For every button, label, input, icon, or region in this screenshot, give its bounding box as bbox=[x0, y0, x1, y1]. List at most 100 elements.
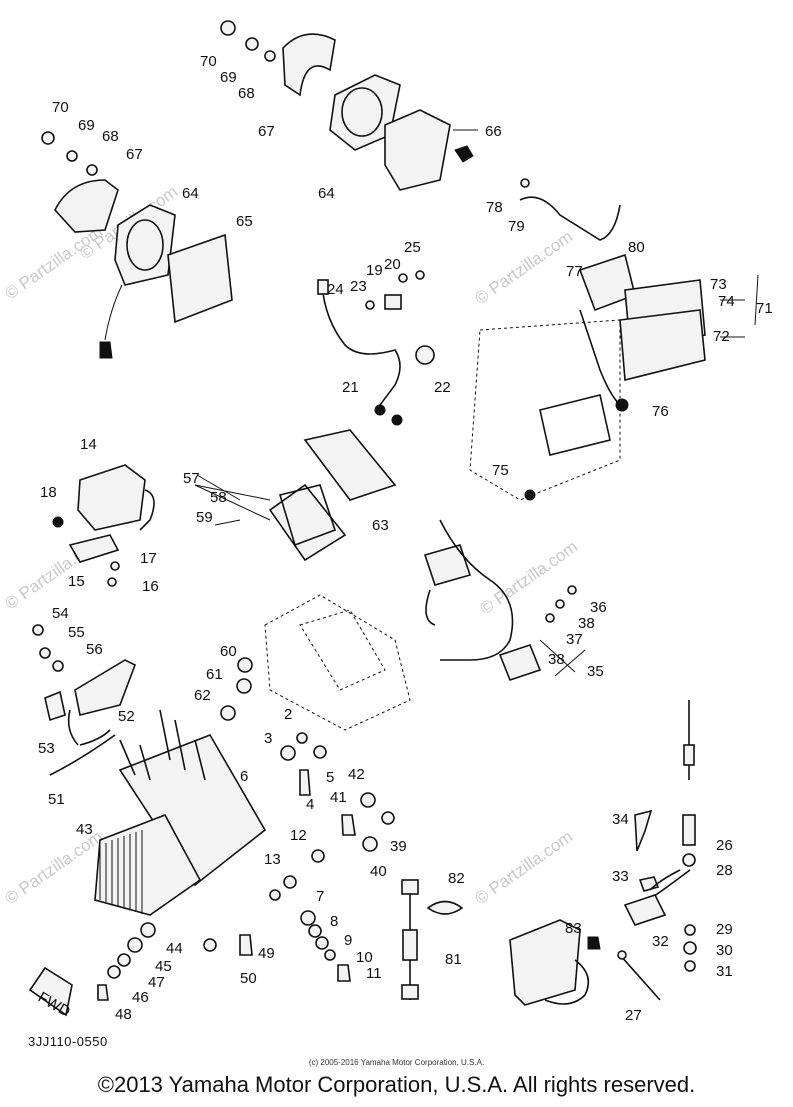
part-label: 34 bbox=[612, 811, 629, 828]
part-label: 14 bbox=[80, 436, 97, 453]
part-label: 23 bbox=[350, 278, 367, 295]
part-label: 68 bbox=[238, 85, 255, 102]
part-label: 53 bbox=[38, 740, 55, 757]
linkage-parts-right bbox=[617, 700, 697, 1001]
watermark: © Partzilla.com bbox=[471, 227, 576, 308]
harness-81 bbox=[401, 879, 464, 1000]
rectifier-14 bbox=[52, 464, 155, 587]
part-label: 42 bbox=[348, 766, 365, 783]
part-label: 18 bbox=[40, 484, 57, 501]
part-label: 4 bbox=[306, 796, 314, 813]
part-label: 79 bbox=[508, 218, 525, 235]
regulator-52 bbox=[32, 624, 137, 776]
part-label: 2 bbox=[284, 706, 292, 723]
watermark: © Partzilla.com bbox=[1, 222, 106, 303]
part-label: 47 bbox=[148, 974, 165, 991]
wire-assembly-21 bbox=[317, 270, 435, 426]
part-label: 66 bbox=[485, 123, 502, 140]
part-label: 29 bbox=[716, 921, 733, 938]
part-label: 70 bbox=[52, 99, 69, 116]
part-label: 36 bbox=[590, 599, 607, 616]
part-label: 59 bbox=[196, 509, 213, 526]
part-label: 70 bbox=[200, 53, 217, 70]
part-label: 76 bbox=[652, 403, 669, 420]
part-label: 3 bbox=[264, 730, 272, 747]
part-label: 39 bbox=[390, 838, 407, 855]
part-label: 15 bbox=[68, 573, 85, 590]
part-label: 38 bbox=[578, 615, 595, 632]
part-label: 60 bbox=[220, 643, 237, 660]
part-label: 30 bbox=[716, 942, 733, 959]
part-label: 63 bbox=[372, 517, 389, 534]
part-label: 8 bbox=[330, 913, 338, 930]
part-label: 54 bbox=[52, 605, 69, 622]
part-label: 16 bbox=[142, 578, 159, 595]
part-label: 52 bbox=[118, 708, 135, 725]
part-label: 51 bbox=[48, 791, 65, 808]
part-label: 58 bbox=[210, 489, 227, 506]
part-label: 11 bbox=[366, 965, 382, 982]
part-label: 19 bbox=[366, 262, 383, 279]
part-label: 67 bbox=[126, 146, 143, 163]
part-label: 64 bbox=[182, 185, 199, 202]
copyright-notice: ©2013 Yamaha Motor Corporation, U.S.A. A… bbox=[97, 1072, 696, 1097]
coil-assembly-35 bbox=[423, 519, 577, 681]
base-plate-center bbox=[220, 594, 411, 852]
part-label: 25 bbox=[404, 239, 421, 256]
part-label: 21 bbox=[342, 379, 359, 396]
part-label: 40 bbox=[370, 863, 387, 880]
watermark: © Partzilla.com bbox=[1, 827, 106, 908]
part-label: 77 bbox=[566, 263, 583, 280]
part-label: 72 bbox=[713, 328, 730, 345]
part-label: 33 bbox=[612, 868, 629, 885]
part-label: 62 bbox=[194, 687, 211, 704]
part-label: 69 bbox=[220, 69, 237, 86]
part-label: 81 bbox=[445, 951, 462, 968]
part-label: 28 bbox=[716, 862, 733, 879]
part-label: 71 bbox=[756, 300, 773, 317]
part-label: 41 bbox=[330, 789, 347, 806]
part-label: 13 bbox=[264, 851, 281, 868]
part-label: 26 bbox=[716, 837, 733, 854]
part-label: 75 bbox=[492, 462, 509, 479]
part-label: 82 bbox=[448, 870, 465, 887]
part-label: 73 bbox=[710, 276, 727, 293]
callout-leaders bbox=[194, 129, 759, 677]
part-label: 9 bbox=[344, 932, 352, 949]
part-label: 10 bbox=[356, 949, 373, 966]
part-label: 56 bbox=[86, 641, 103, 658]
part-label: 55 bbox=[68, 624, 85, 641]
part-label: 22 bbox=[434, 379, 451, 396]
part-label: 69 bbox=[78, 117, 95, 134]
part-label: 6 bbox=[240, 768, 248, 785]
part-label: 57 bbox=[183, 470, 200, 487]
watermark: © Partzilla.com bbox=[476, 537, 581, 618]
part-label: 80 bbox=[628, 239, 645, 256]
part-label: 24 bbox=[327, 281, 344, 298]
part-label: 17 bbox=[140, 550, 157, 567]
cover-assembly-top bbox=[220, 20, 474, 191]
electrical-box-right bbox=[469, 178, 706, 501]
small-copyright: (c) 2005-2016 Yamaha Motor Corporation, … bbox=[308, 1058, 485, 1067]
part-label: 12 bbox=[290, 827, 307, 844]
part-label: 78 bbox=[486, 199, 503, 216]
cdi-unit-57 bbox=[194, 429, 397, 562]
part-label: 35 bbox=[587, 663, 604, 680]
part-label: 43 bbox=[76, 821, 93, 838]
part-label: 64 bbox=[318, 185, 335, 202]
fwd-arrow: FWD bbox=[28, 966, 73, 1021]
part-label: 50 bbox=[240, 970, 257, 987]
heat-sink-fins bbox=[99, 830, 143, 914]
fastener-stack-7-11 bbox=[300, 910, 351, 982]
watermark: © Partzilla.com bbox=[471, 827, 576, 908]
part-label: 31 bbox=[716, 963, 733, 980]
part-label: 5 bbox=[326, 769, 334, 786]
part-label: 61 bbox=[206, 666, 223, 683]
diagram-code: 3JJ110-0550 bbox=[28, 1034, 108, 1049]
part-label: 20 bbox=[384, 256, 401, 273]
exploded-parts-diagram: © Partzilla.com © Partzilla.com © Partzi… bbox=[1, 20, 773, 1024]
part-label: 38 bbox=[548, 651, 565, 668]
part-label: 27 bbox=[625, 1007, 642, 1024]
part-label: 74 bbox=[718, 293, 735, 310]
cover-assembly-left bbox=[41, 131, 233, 359]
